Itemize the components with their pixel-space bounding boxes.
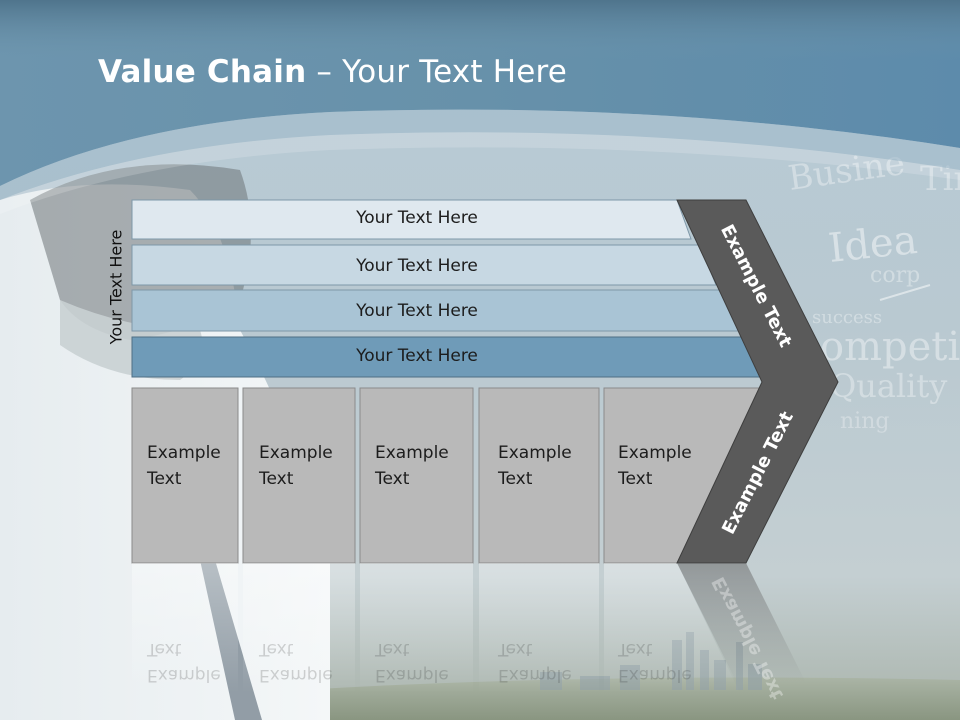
title-strong: Value Chain xyxy=(98,54,307,90)
example-box-3[interactable] xyxy=(359,387,474,564)
row-4-text: Your Text Here xyxy=(356,346,478,366)
svg-text:success: success xyxy=(812,307,882,328)
side-label: Your Text Here xyxy=(106,229,126,345)
box-4-reflection: Example Text xyxy=(498,639,572,685)
box-5-reflection: Example Text xyxy=(618,639,692,685)
box-2-text: Example Text xyxy=(259,443,333,489)
box-3-text: Example Text xyxy=(375,443,449,489)
row-1-text: Your Text Here xyxy=(356,208,478,228)
box-1-reflection: Example Text xyxy=(147,639,221,685)
row-bar-1[interactable] xyxy=(131,199,692,240)
box-1-text: Example Text xyxy=(147,443,221,489)
row-3-text: Your Text Here xyxy=(356,301,478,321)
box-2-reflection: Example Text xyxy=(259,639,333,685)
slide-title: Value Chain – Your Text Here xyxy=(98,54,567,90)
box-4-text: Example Text xyxy=(498,443,572,489)
example-box-2[interactable] xyxy=(242,387,356,564)
row-2-text: Your Text Here xyxy=(356,256,478,276)
row-bar-2[interactable] xyxy=(131,244,717,286)
svg-text:corp: corp xyxy=(870,263,920,288)
svg-text:ompetit: ompetit xyxy=(820,324,960,370)
example-box-4[interactable] xyxy=(478,387,600,564)
svg-text:ning: ning xyxy=(840,409,889,434)
title-rest: – Your Text Here xyxy=(306,54,568,90)
svg-text:Quality: Quality xyxy=(830,367,947,405)
example-box-1[interactable] xyxy=(131,387,239,564)
svg-text:Idea: Idea xyxy=(826,217,919,272)
box-5-text: Example Text xyxy=(618,443,692,489)
box-3-reflection: Example Text xyxy=(375,639,449,685)
